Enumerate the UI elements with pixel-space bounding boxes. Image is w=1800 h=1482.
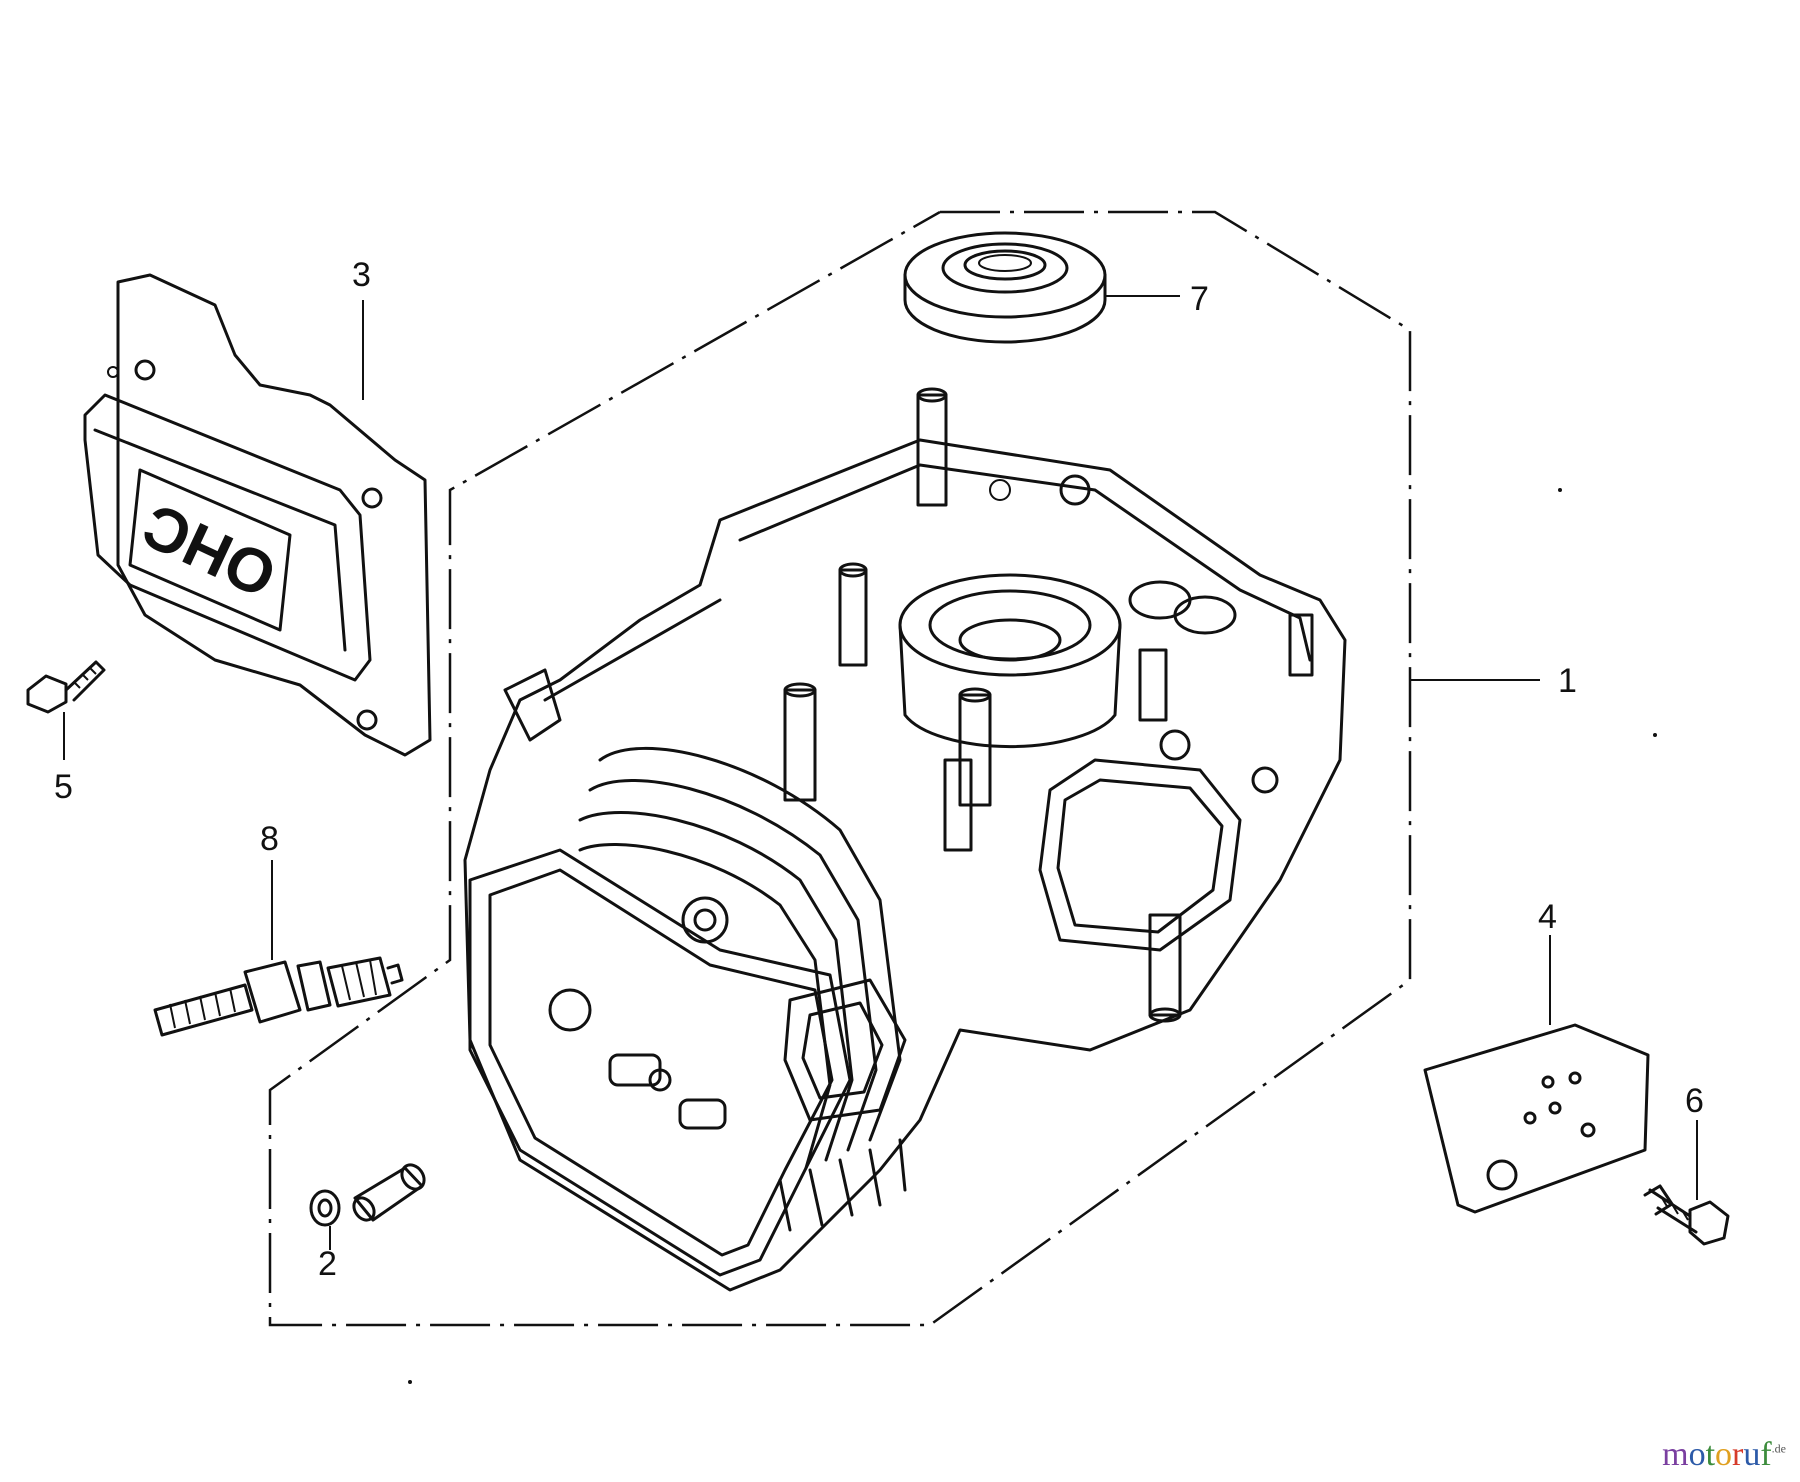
assembly-boundary [268,210,1412,1327]
watermark-suffix: .de [1771,1441,1786,1456]
oil-seal [903,231,1180,344]
dowel-pin [352,1163,426,1222]
watermark-letter: o [1715,1436,1733,1473]
watermark-letter: r [1732,1436,1744,1473]
cover-logo-text: OHC [133,490,287,611]
gasket [1423,935,1650,1214]
engine-block [463,387,1540,1292]
bolt-left [26,660,106,760]
bolt-right [1643,1120,1730,1246]
callout-8: 8 [260,820,279,858]
spark-plug [153,860,404,1037]
watermark-letter: f [1760,1436,1772,1473]
valve-cover: OHC [83,273,432,757]
watermark-letter: t [1705,1436,1716,1473]
watermark-letter: o [1688,1436,1706,1473]
callout-5: 5 [54,768,73,806]
watermark-logo: motoruf.de [1662,1436,1786,1474]
callout-6: 6 [1685,1082,1704,1120]
callout-3: 3 [352,256,371,294]
washer [309,1189,341,1250]
watermark-letter: u [1743,1436,1761,1473]
callout-1: 1 [1558,662,1577,700]
callout-2: 2 [318,1245,337,1283]
callout-7: 7 [1190,280,1209,318]
watermark-letter: m [1662,1436,1689,1473]
callout-4: 4 [1538,898,1557,936]
